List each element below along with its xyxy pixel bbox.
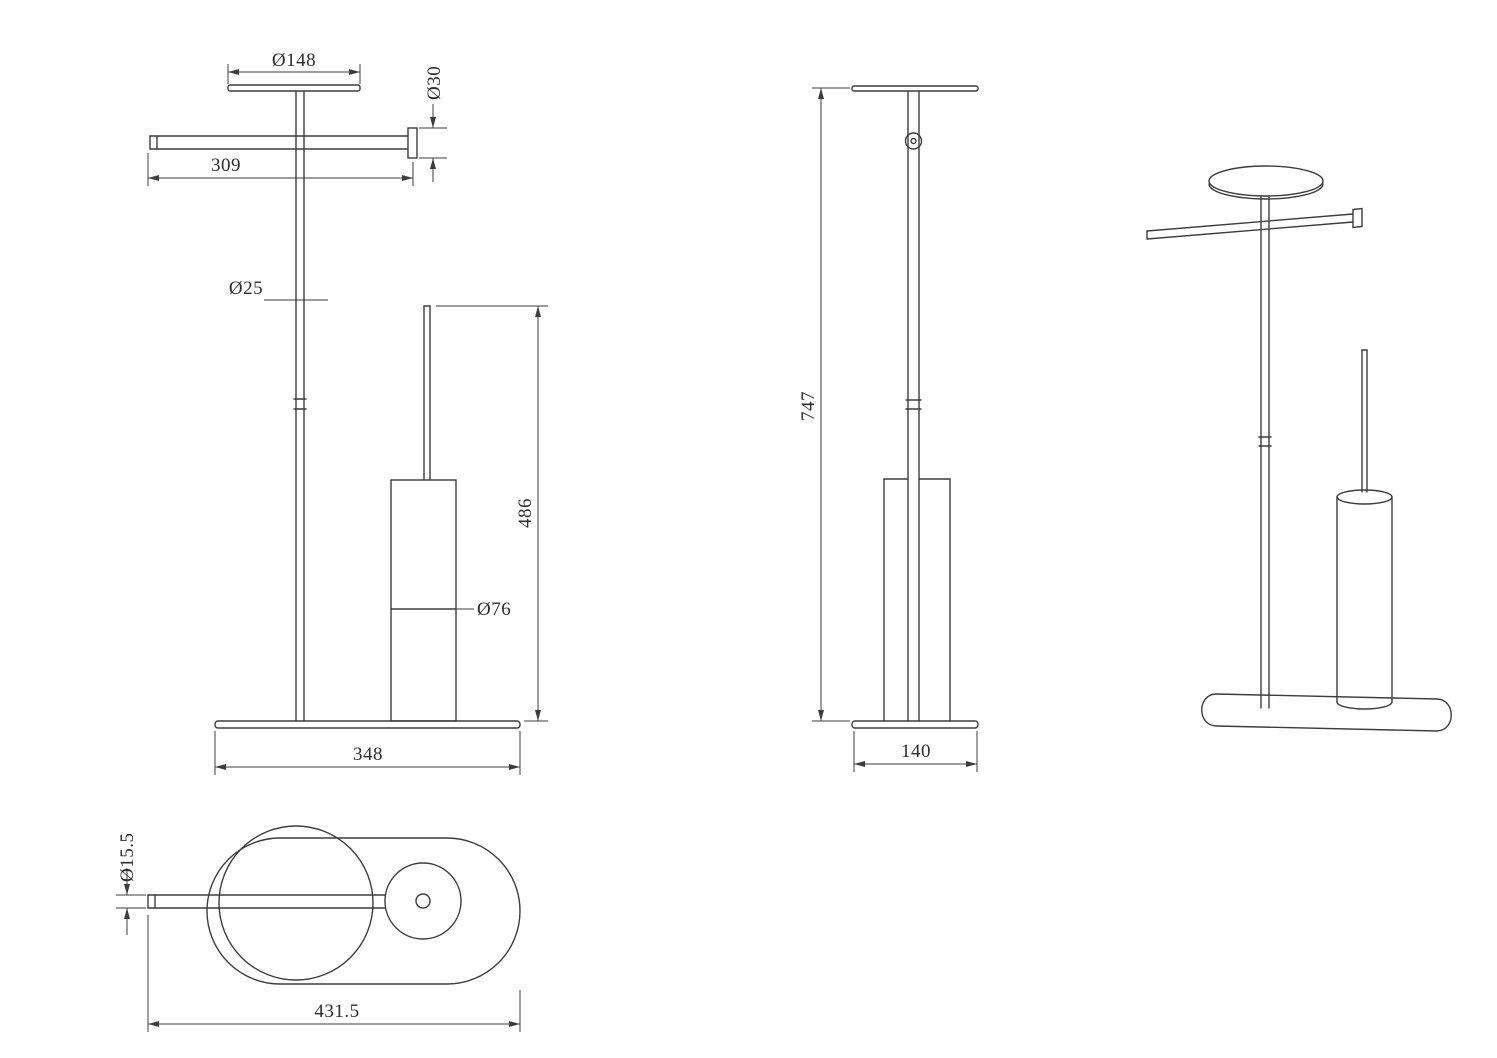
dim-label-overall-length: 431.5 [314,1001,359,1022]
top-brush-circle [384,862,462,940]
persp-base [1201,693,1452,732]
dim-label-base-depth: 140 [901,741,931,762]
perspective-view [1146,165,1452,732]
top-dim-overall-length: 431.5 [147,915,521,1032]
front-base [214,720,521,729]
dim-label-brush-height: 486 [515,498,536,528]
dim-label-overall-height: 747 [798,391,819,421]
side-brush-holder [883,478,951,722]
persp-pole [1258,195,1272,709]
persp-top-plate [1208,165,1324,200]
side-view: 747 140 [798,85,979,772]
front-view: Ø148 Ø30 309 [147,50,548,775]
side-top-plate [851,85,979,92]
front-brush-handle [423,305,431,481]
dim-label-bar-diameter: Ø15.5 [117,833,138,882]
dim-label-brush-diameter: Ø76 [477,599,511,620]
front-dim-pole-diameter: Ø25 [229,278,328,301]
front-dim-brush-diameter: Ø76 [456,599,511,620]
persp-paper-arm [1146,207,1363,240]
top-paper-arm [147,894,386,909]
persp-brush-handle [1361,349,1368,493]
top-base-outline [206,837,521,985]
top-view: Ø15.5 431.5 [116,825,521,1032]
top-plate-circle [218,825,374,981]
top-dim-bar-diameter: Ø15.5 [116,833,146,935]
dim-label-arm-length: 309 [211,155,241,176]
front-dim-brush-height: 486 [436,305,548,722]
front-dim-top-plate-diameter: Ø148 [227,50,361,84]
dim-label-pole-diameter: Ø25 [229,278,263,299]
dim-label-arm-end-diameter: Ø30 [424,66,445,100]
persp-brush-holder [1336,489,1393,710]
front-dim-arm-length: 309 [147,153,414,186]
side-arm-end-circle [904,132,923,150]
dim-label-base-width: 348 [353,744,383,765]
dim-label-top-plate-diameter: Ø148 [272,50,316,71]
side-pole [905,90,922,722]
side-dim-overall-height: 747 [798,87,850,722]
side-dim-base-depth: 140 [853,731,978,772]
front-paper-arm [149,127,418,159]
front-dim-base-width: 348 [214,731,521,775]
front-dim-arm-end-diameter: Ø30 [419,66,447,182]
front-brush-holder [390,479,457,722]
side-base [851,720,979,729]
front-top-plate [227,84,361,92]
front-pole [293,90,307,722]
